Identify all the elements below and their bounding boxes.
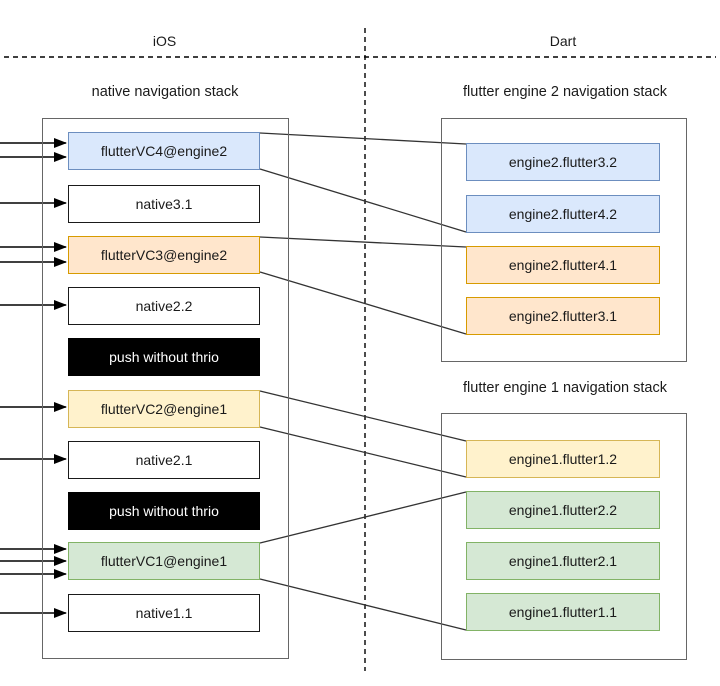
node-engine1-flutter1-2: engine1.flutter1.2	[466, 440, 660, 478]
connection-line	[259, 236, 467, 248]
node-engine2-flutter3-1: engine2.flutter3.1	[466, 297, 660, 335]
node-native2-2: native2.2	[68, 287, 260, 325]
connection-line	[259, 491, 467, 544]
region-label-dart: Dart	[549, 33, 577, 49]
connection-line	[259, 271, 467, 335]
connection-line	[259, 168, 467, 233]
node-native1-1: native1.1	[68, 594, 260, 632]
node-push-without-thrio-top: push without thrio	[68, 338, 260, 376]
node-fluttervc3-engine2: flutterVC3@engine2	[68, 236, 260, 274]
connection-line	[259, 390, 467, 442]
native-stack-title: native navigation stack	[91, 84, 239, 100]
node-fluttervc1-engine1: flutterVC1@engine1	[68, 542, 260, 580]
region-label-ios: iOS	[152, 33, 177, 49]
engine2-stack-container	[441, 118, 687, 362]
engine1-stack-container	[441, 413, 687, 660]
node-native2-1: native2.1	[68, 441, 260, 479]
node-engine1-flutter1-1: engine1.flutter1.1	[466, 593, 660, 631]
engine1-stack-title: flutter engine 1 navigation stack	[463, 380, 667, 396]
engine2-stack-title: flutter engine 2 navigation stack	[463, 84, 667, 100]
node-engine1-flutter2-1: engine1.flutter2.1	[466, 542, 660, 580]
node-fluttervc4-engine2: flutterVC4@engine2	[68, 132, 260, 170]
node-native3-1: native3.1	[68, 185, 260, 223]
connection-line	[259, 578, 467, 631]
node-engine2-flutter3-2: engine2.flutter3.2	[466, 143, 660, 181]
node-engine1-flutter2-2: engine1.flutter2.2	[466, 491, 660, 529]
connection-line	[259, 132, 467, 145]
connection-line	[259, 426, 467, 478]
node-engine2-flutter4-2: engine2.flutter4.2	[466, 195, 660, 233]
node-engine2-flutter4-1: engine2.flutter4.1	[466, 246, 660, 284]
native-stack-container	[42, 118, 289, 659]
node-fluttervc2-engine1: flutterVC2@engine1	[68, 390, 260, 428]
node-push-without-thrio-bottom: push without thrio	[68, 492, 260, 530]
